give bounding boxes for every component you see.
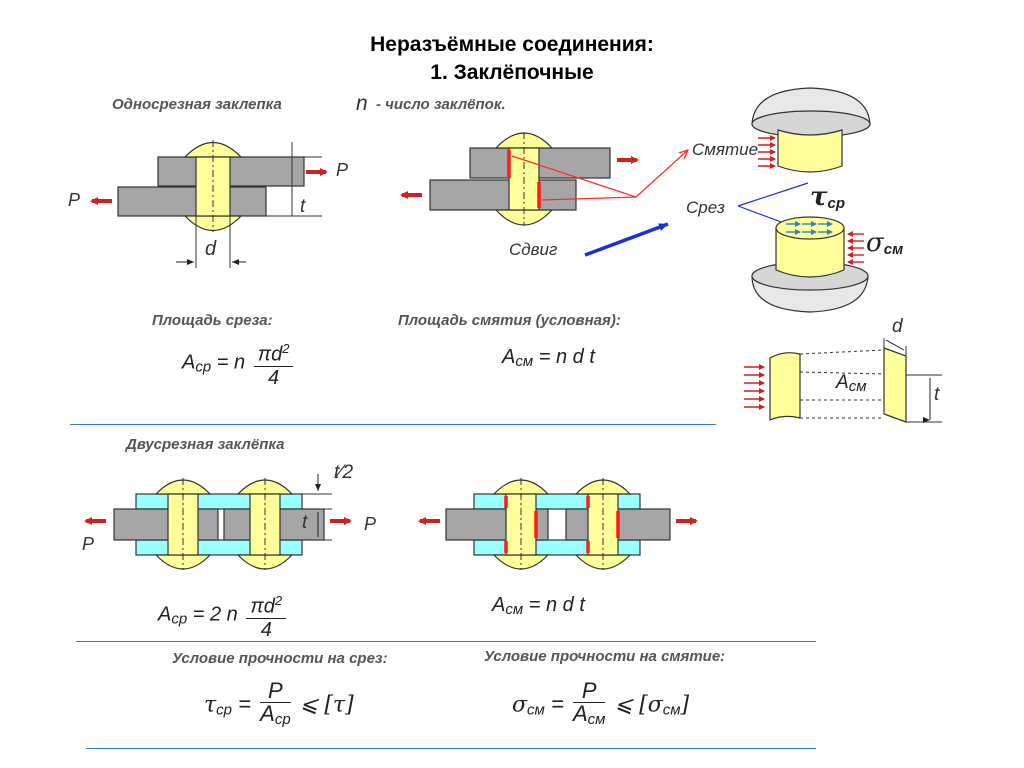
formula-fraction: πd2 4 bbox=[246, 590, 287, 641]
bearing-area-label: Площадь смятия (условная): bbox=[398, 312, 621, 329]
section-divider bbox=[76, 641, 816, 642]
formula-lhs-sub: см bbox=[515, 353, 534, 370]
shear-num: P bbox=[260, 680, 291, 703]
detail-area-symbol: A bbox=[836, 372, 849, 393]
shear-area-label: Площадь среза: bbox=[152, 312, 273, 329]
bearing-fraction: P Aсм bbox=[572, 680, 606, 731]
shift-callout-label: Сдвиг bbox=[509, 240, 558, 259]
force-label-right: P bbox=[336, 160, 349, 180]
formula-eq: = bbox=[238, 691, 251, 717]
formula-eq: = bbox=[538, 346, 551, 368]
bearing-condition-title: Условие прочности на смятие: bbox=[484, 648, 726, 665]
page-subtitle: 1. Заклёпочные bbox=[430, 61, 594, 84]
sigma-symbol: σсм bbox=[866, 228, 904, 258]
formula-rhs: n d t bbox=[555, 346, 595, 368]
formula-num-sup: 2 bbox=[282, 341, 290, 356]
page-title: Неразъёмные соединения: bbox=[370, 33, 654, 56]
tau-allowable: [τ] bbox=[324, 692, 354, 718]
tau-symbol: τср bbox=[810, 182, 846, 212]
section-divider bbox=[86, 748, 816, 749]
cut-callout-label: Срез bbox=[686, 198, 725, 217]
tau-lhs: τ bbox=[204, 692, 217, 718]
double-thickness-label: t bbox=[302, 512, 308, 533]
sigma-allowable-close: ] bbox=[680, 692, 690, 718]
detail-t-label: t bbox=[934, 384, 940, 405]
formula-den: 4 bbox=[260, 618, 272, 641]
shear-den: A bbox=[260, 701, 275, 726]
leq-sign: ⩽ bbox=[299, 691, 319, 717]
formula-fraction: πd2 4 bbox=[253, 338, 294, 389]
shear-highlight-diagram bbox=[400, 132, 809, 257]
formula-lhs-sub: cp bbox=[195, 358, 212, 376]
shear-strength-formula: τср = P Aср ⩽ [τ] bbox=[204, 680, 354, 731]
double-shear-highlight-diagram bbox=[418, 478, 698, 570]
sigma-lhs: σ bbox=[512, 692, 528, 718]
double-shear-rivet-diagram bbox=[84, 474, 352, 570]
double-force-right: P bbox=[364, 514, 377, 534]
shear-condition-title: Условие прочности на срез: bbox=[172, 650, 388, 667]
single-shear-rivet-diagram bbox=[90, 140, 328, 268]
half-thickness-label: t⁄2 bbox=[334, 462, 354, 483]
double-shear-label: Двусрезная заклёпка bbox=[126, 436, 285, 453]
bearing-area-formula: Aсм = n d t bbox=[502, 346, 595, 370]
shear-den-sub: ср bbox=[274, 711, 291, 728]
force-label-left: P bbox=[68, 190, 81, 210]
double-bearing-area-formula: Aсм = n d t bbox=[492, 594, 585, 618]
double-shear-area-formula: Acp = 2 n πd2 4 bbox=[158, 590, 289, 641]
bearing-area-diagram bbox=[744, 338, 942, 423]
detail-area-sub: см bbox=[848, 378, 867, 395]
sigma-subscript: см bbox=[883, 241, 904, 258]
formula-coef: n bbox=[234, 351, 246, 374]
formula-rhs: n d t bbox=[545, 594, 585, 616]
formula-lhs: A bbox=[158, 603, 172, 626]
detail-area-label: Aсм bbox=[836, 372, 866, 395]
formula-lhs: A bbox=[502, 346, 516, 368]
formula-den: 4 bbox=[268, 366, 280, 389]
shear-area-formula: Acp = n πd2 4 bbox=[182, 338, 296, 389]
n-symbol: n bbox=[356, 92, 368, 115]
formula-eq: = bbox=[528, 594, 541, 616]
formula-num-sup: 2 bbox=[274, 593, 283, 608]
formula-eq: = bbox=[192, 603, 205, 626]
formula-eq: = bbox=[216, 351, 229, 374]
shear-fraction: P Aср bbox=[260, 680, 291, 731]
leq-sign: ⩽ bbox=[614, 691, 633, 717]
formula-lhs: A bbox=[182, 351, 196, 374]
section-divider bbox=[70, 424, 716, 425]
bearing-num: P bbox=[572, 680, 606, 703]
bearing-callout-label: Смятие bbox=[692, 140, 759, 159]
formula-eq: = bbox=[550, 691, 564, 717]
formula-num: πd bbox=[250, 595, 275, 618]
sigma-allowable-sub: см bbox=[662, 701, 681, 719]
bearing-strength-formula: σсм = P Aсм ⩽ [σсм] bbox=[512, 680, 689, 731]
single-shear-label: Односрезная заклепка bbox=[112, 96, 282, 113]
formula-coef: 2 n bbox=[210, 603, 238, 626]
formula-lhs: A bbox=[492, 594, 506, 616]
tau-subscript: ср bbox=[827, 195, 846, 212]
formula-num: πd bbox=[257, 343, 283, 366]
sigma-lhs-sub: см bbox=[527, 701, 545, 719]
sigma-allowable: [σ bbox=[639, 692, 663, 718]
n-description: - число заклёпок. bbox=[376, 96, 506, 113]
tau-lhs-sub: ср bbox=[216, 701, 233, 719]
rivet-3d-diagram bbox=[751, 87, 871, 313]
bearing-den: A bbox=[572, 701, 588, 726]
double-force-left: P bbox=[82, 534, 95, 554]
diameter-label: d bbox=[205, 238, 217, 260]
formula-lhs-sub: см bbox=[505, 601, 524, 618]
detail-d-label: d bbox=[892, 316, 903, 337]
formula-lhs-sub: cp bbox=[171, 610, 188, 628]
thickness-label: t bbox=[300, 196, 306, 217]
bearing-den-sub: см bbox=[587, 711, 606, 728]
